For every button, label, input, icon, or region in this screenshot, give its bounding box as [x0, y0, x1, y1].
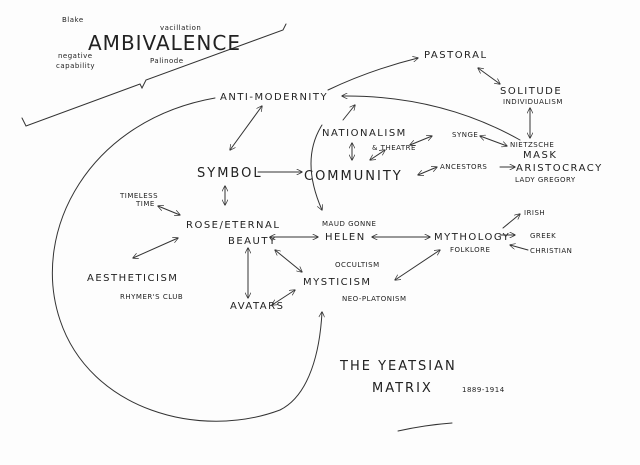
note-capability: capability — [56, 62, 95, 70]
note-blake: Blake — [62, 16, 84, 24]
node-irish: IRISH — [524, 209, 545, 217]
node-nietzsche: NIETZSCHE — [510, 141, 554, 149]
node-ancestors: ANCESTORS — [440, 163, 487, 171]
node-lady-gregory: LADY GREGORY — [515, 176, 576, 184]
node-timeless: TIMELESS — [119, 192, 158, 200]
note-vacillation: vacillation — [160, 24, 201, 32]
node-synge: SYNGE — [452, 131, 478, 139]
node-individualism: INDIVIDUALISM — [503, 98, 563, 106]
node-pastoral: PASTORAL — [424, 50, 488, 61]
node-rhymers-club: RHYMER'S CLUB — [120, 293, 183, 301]
node-community: COMMUNITY — [304, 169, 403, 184]
node-symbol: SYMBOL — [197, 166, 263, 181]
node-occultism: OCCULTISM — [335, 261, 380, 269]
node-anti-modernity: ANTI-MODERNITY — [220, 92, 328, 103]
title-line2: MATRIX — [372, 381, 433, 396]
node-rose-eternal: ROSE/ETERNAL — [186, 220, 280, 231]
node-nationalism: NATIONALISM — [322, 128, 407, 139]
ambivalence-bracket — [21, 23, 287, 127]
node-christian: CHRISTIAN — [530, 247, 572, 255]
node-beauty: BEAUTY — [228, 236, 277, 247]
node-theatre: & THEATRE — [372, 144, 416, 152]
title-underline — [397, 422, 453, 432]
node-mysticism: MYSTICISM — [303, 277, 372, 288]
node-aristocracy: ARISTOCRACY — [516, 163, 603, 174]
node-solitude: SOLITUDE — [500, 86, 562, 97]
title-line1: THE YEATSIAN — [339, 359, 457, 374]
node-avatars: AVATARS — [230, 301, 284, 312]
connectors — [51, 58, 530, 422]
node-time: TIME — [135, 200, 155, 208]
node-folklore: FOLKLORE — [450, 246, 490, 254]
node-helen: HELEN — [325, 232, 366, 243]
note-palinode: Palinode — [150, 57, 184, 65]
node-aestheticism: AESTHETICISM — [87, 273, 178, 284]
note-negative: negative — [58, 52, 93, 60]
node-mask: MASK — [523, 150, 557, 161]
ambivalence-label: AMBIVALENCE — [88, 31, 241, 55]
node-neo-platonism: NEO-PLATONISM — [342, 295, 407, 303]
title-dates: 1889-1914 — [462, 386, 505, 394]
node-maud-gonne: MAUD GONNE — [322, 220, 376, 228]
node-greek: GREEK — [530, 232, 556, 240]
node-mythology: MYTHOLOGY — [434, 232, 510, 243]
